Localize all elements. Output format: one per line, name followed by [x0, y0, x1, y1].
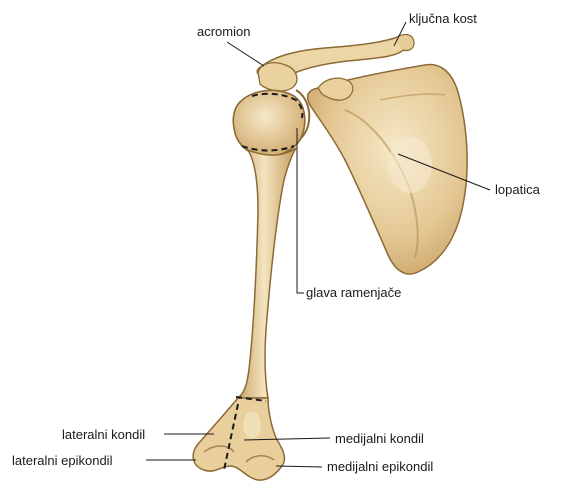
label-glava-ramenjace: glava ramenjače: [306, 286, 401, 300]
label-lateralni-epikondil: lateralni epikondil: [12, 454, 112, 468]
label-acromion: acromion: [197, 25, 250, 39]
label-kljucna-kost: ključna kost: [409, 12, 477, 26]
scapula: [308, 64, 468, 274]
humerus: [193, 90, 305, 480]
label-lateralni-kondil: lateralni kondil: [62, 428, 145, 442]
label-lopatica: lopatica: [495, 183, 540, 197]
label-medijalni-epikondil: medijalni epikondil: [327, 460, 433, 474]
label-medijalni-kondil: medijalni kondil: [335, 432, 424, 446]
